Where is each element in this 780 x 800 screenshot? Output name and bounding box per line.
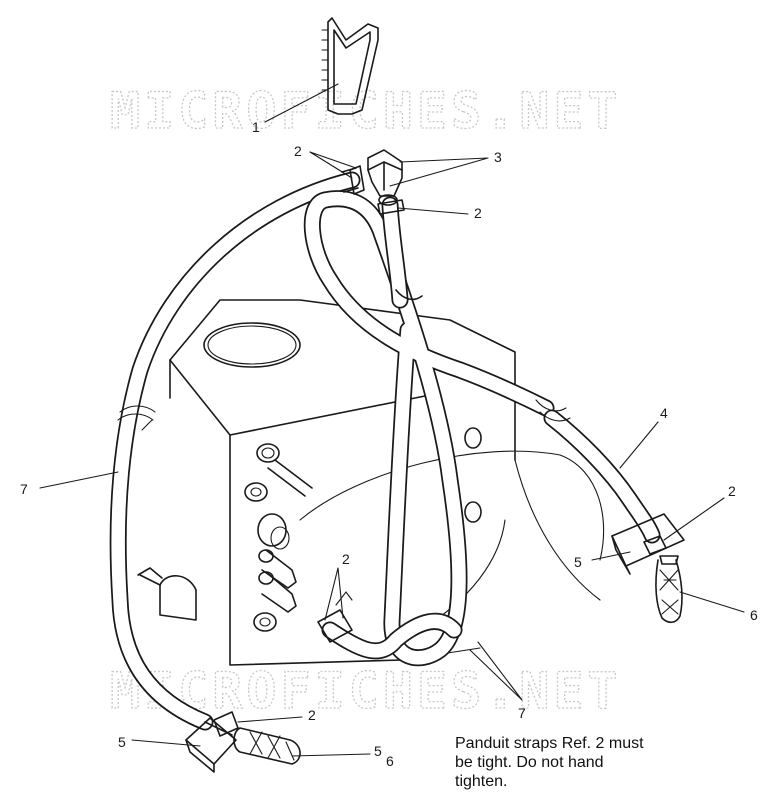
tank-fittings — [244, 427, 482, 632]
filter-right — [655, 555, 683, 624]
callout-2-tee: 2 — [474, 205, 482, 221]
callout-5-right: 5 — [574, 554, 582, 570]
hose-drop-center — [381, 196, 423, 309]
callout-6-right: 6 — [750, 607, 758, 623]
callout-2-bottom: 2 — [308, 707, 316, 723]
callout-4: 4 — [660, 405, 668, 421]
callout-5-filter: 5 — [374, 743, 382, 759]
hose-front-loop — [303, 190, 555, 667]
note-line-3: tighten. — [455, 773, 508, 790]
note-line-2: be tight. Do not hand — [455, 754, 604, 771]
mount-left — [185, 717, 237, 773]
note-line-1: Panduit straps Ref. 2 must — [455, 735, 644, 752]
hose-right-4 — [535, 399, 661, 544]
callout-6-left: 6 — [386, 753, 394, 769]
filter-left — [233, 727, 301, 765]
callout-7-left: 7 — [20, 481, 28, 497]
installation-note: Panduit straps Ref. 2 must be tight. Do … — [455, 734, 755, 791]
hose-bottom-run — [321, 612, 463, 660]
callout-2-top: 2 — [294, 143, 302, 159]
hose-left-vent — [109, 171, 361, 736]
callout-7-bottom: 7 — [518, 705, 526, 721]
vent-clip-part — [321, 17, 379, 115]
callout-5-left: 5 — [118, 734, 126, 750]
callout-2-lower: 2 — [342, 551, 350, 567]
tee-fitting — [367, 149, 403, 206]
callout-3: 3 — [494, 149, 502, 165]
callout-2-right: 2 — [728, 483, 736, 499]
oil-tank — [137, 299, 605, 666]
callout-1: 1 — [252, 119, 260, 135]
mount-right — [611, 513, 685, 575]
leader-lines — [39, 83, 745, 757]
watermark-top: MICROFICHES.NET — [110, 82, 622, 140]
